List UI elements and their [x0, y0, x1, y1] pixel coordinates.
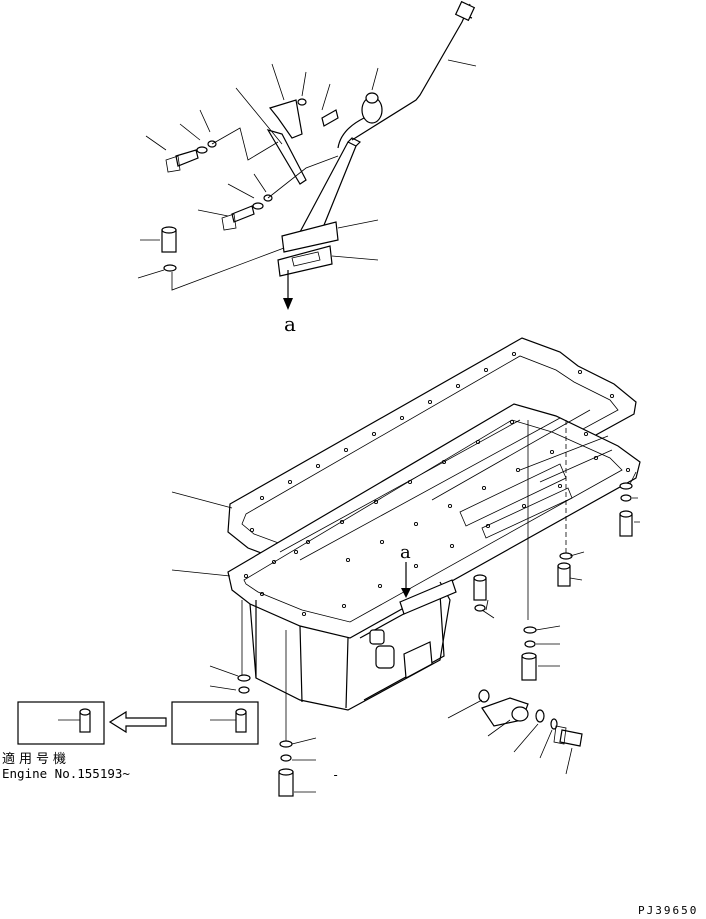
view-a-label-bottom: a: [400, 542, 411, 563]
new-part-box: [171, 701, 259, 745]
washer: [297, 98, 307, 106]
oil-pan-flange: [227, 403, 641, 639]
drain-boss: [375, 645, 395, 669]
view-a-label-top: a: [284, 312, 296, 336]
bolt: [619, 510, 633, 537]
bolt: [58, 708, 91, 733]
washer: [279, 740, 293, 748]
washer: [280, 754, 292, 762]
dipstick-tube: [298, 141, 357, 233]
engine-number: Engine No.155193~: [2, 766, 130, 781]
bolt: [473, 574, 487, 601]
old-part-box: [17, 701, 105, 745]
figure-id: PJ39650: [638, 904, 699, 917]
applicable-unit-label: 適用号機: [2, 752, 71, 767]
washer: [550, 718, 558, 730]
bolt: [278, 768, 294, 797]
o-ring: [535, 709, 545, 723]
washer: [163, 264, 177, 272]
tube-bracket: [268, 99, 303, 139]
view-a-pad: [399, 579, 457, 615]
washer: [237, 674, 251, 682]
serial-change-note: [17, 701, 259, 745]
bolt: [165, 149, 199, 173]
tube-flange: [281, 221, 339, 253]
washer: [238, 686, 250, 694]
bolt-holes: [243, 351, 631, 617]
washer: [620, 494, 632, 502]
washer: [524, 640, 536, 648]
dipstick-assembly: [137, 0, 477, 310]
washer: [559, 552, 573, 560]
oil-pan-assembly: [171, 337, 641, 797]
bolt: [321, 109, 339, 127]
washer: [252, 202, 264, 210]
bolt: [221, 205, 255, 231]
washer: [196, 146, 208, 154]
side-cover: [403, 641, 433, 679]
bolt: [521, 652, 537, 681]
washer: [523, 626, 537, 634]
supersede-arrow: [108, 710, 167, 734]
dash-mark: -: [332, 768, 340, 782]
washer: [619, 482, 633, 490]
bolt: [553, 725, 583, 747]
plug: [478, 689, 490, 703]
bolt: [557, 562, 571, 587]
washer: [474, 604, 486, 612]
bolt: [210, 708, 247, 733]
bolt: [161, 226, 177, 253]
